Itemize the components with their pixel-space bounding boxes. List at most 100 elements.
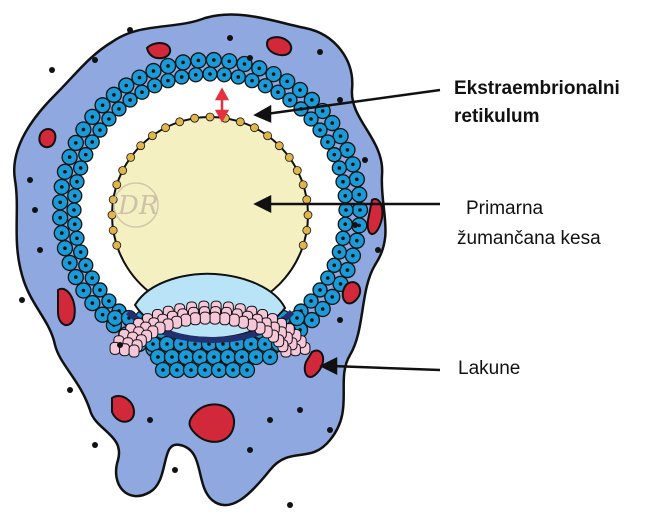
exocoelomic-cell: [162, 124, 170, 132]
cell-nucleus: [330, 295, 334, 299]
epiblast-cell: [129, 345, 139, 357]
cell-nucleus: [330, 121, 334, 125]
cell-nucleus: [339, 134, 343, 138]
cell-nucleus: [351, 163, 355, 167]
cell-nucleus: [355, 178, 359, 182]
syncytio-nucleus: [247, 55, 253, 61]
cell-nucleus: [231, 368, 235, 372]
cell-nucleus: [91, 301, 95, 305]
cell-nucleus: [310, 98, 314, 102]
syncytio-nucleus: [337, 317, 343, 323]
cell-nucleus: [227, 59, 231, 63]
cell-nucleus: [310, 318, 314, 322]
cell-nucleus: [152, 69, 156, 73]
cell-nucleus: [153, 84, 157, 88]
cell-nucleus: [107, 117, 111, 121]
epiblast-cell: [238, 316, 248, 328]
epiblast-cell: [200, 312, 210, 324]
cell-nucleus: [276, 90, 280, 94]
cell-nucleus: [58, 216, 62, 220]
cell-nucleus: [221, 342, 225, 346]
syncytio-nucleus: [147, 417, 153, 423]
cell-nucleus: [344, 208, 348, 212]
syncytio-nucleus: [362, 157, 368, 163]
syncytio-nucleus: [127, 27, 133, 33]
cell-nucleus: [58, 200, 62, 204]
epiblast-cell: [229, 314, 239, 326]
syncytio-nucleus: [27, 177, 33, 183]
cell-nucleus: [181, 61, 185, 65]
cell-nucleus: [321, 109, 325, 113]
cell-nucleus: [263, 342, 267, 346]
cell-nucleus: [73, 222, 77, 226]
cell-nucleus: [84, 153, 88, 157]
cell-nucleus: [112, 93, 116, 97]
cell-nucleus: [357, 193, 361, 197]
cell-nucleus: [346, 148, 350, 152]
cell-nucleus: [189, 368, 193, 372]
cell-nucleus: [82, 289, 86, 293]
cell-nucleus: [84, 264, 88, 268]
syncytio-nucleus: [327, 427, 333, 433]
cell-nucleus: [318, 128, 322, 132]
cell-nucleus: [68, 155, 72, 159]
exocoelomic-cell: [113, 241, 121, 249]
exocoelomic-cell: [264, 132, 272, 140]
label-primary-yolk-sac: Primarna: [466, 196, 543, 222]
cell-nucleus: [341, 236, 345, 240]
cell-nucleus: [60, 185, 64, 189]
exocoelomic-cell: [206, 113, 214, 121]
cell-nucleus: [124, 84, 128, 88]
cell-nucleus: [343, 222, 347, 226]
cell-nucleus: [235, 342, 239, 346]
syncytio-nucleus: [352, 222, 358, 228]
cell-nucleus: [288, 98, 292, 102]
cell-nucleus: [117, 107, 121, 111]
cell-nucleus: [268, 355, 272, 359]
cell-nucleus: [72, 208, 76, 212]
cell-nucleus: [240, 355, 244, 359]
cell-nucleus: [326, 140, 330, 144]
cell-nucleus: [226, 355, 230, 359]
exocoelomic-cell: [275, 142, 283, 150]
cell-nucleus: [355, 239, 359, 243]
cell-nucleus: [74, 275, 78, 279]
cell-nucleus: [332, 264, 336, 268]
cell-nucleus: [156, 355, 160, 359]
cell-nucleus: [338, 166, 342, 170]
cell-nucleus: [184, 355, 188, 359]
cell-nucleus: [212, 58, 216, 62]
exocoelomic-cell: [303, 196, 311, 204]
syncytio-nucleus: [67, 387, 73, 393]
cell-nucleus: [254, 355, 258, 359]
syncytio-nucleus: [297, 407, 303, 413]
cell-nucleus: [128, 98, 132, 102]
cell-nucleus: [193, 342, 197, 346]
label-extraembryonic-reticulum-2: retikulum: [454, 104, 540, 130]
exocoelomic-cell: [285, 153, 293, 161]
cell-nucleus: [203, 368, 207, 372]
label-extraembryonic-reticulum: Ekstraembrionalni: [454, 76, 620, 102]
cell-nucleus: [358, 208, 362, 212]
cell-nucleus: [73, 194, 77, 198]
cell-nucleus: [245, 368, 249, 372]
syncytio-nucleus: [172, 467, 178, 473]
cell-nucleus: [339, 282, 343, 286]
cell-nucleus: [351, 254, 355, 258]
cell-nucleus: [138, 76, 142, 80]
lacuna: [147, 43, 170, 58]
cell-nucleus: [309, 299, 313, 303]
cell-nucleus: [309, 117, 313, 121]
cell-nucleus: [321, 307, 325, 311]
syncytio-nucleus: [32, 207, 38, 213]
syncytio-nucleus: [337, 97, 343, 103]
syncytio-nucleus: [287, 502, 293, 508]
exocoelomic-cell: [293, 167, 301, 175]
epiblast-cell: [220, 313, 230, 325]
cell-nucleus: [98, 288, 102, 292]
cell-nucleus: [74, 141, 78, 145]
syncytio-nucleus: [92, 442, 98, 448]
cell-nucleus: [332, 153, 336, 157]
exocoelomic-cell: [236, 118, 244, 126]
